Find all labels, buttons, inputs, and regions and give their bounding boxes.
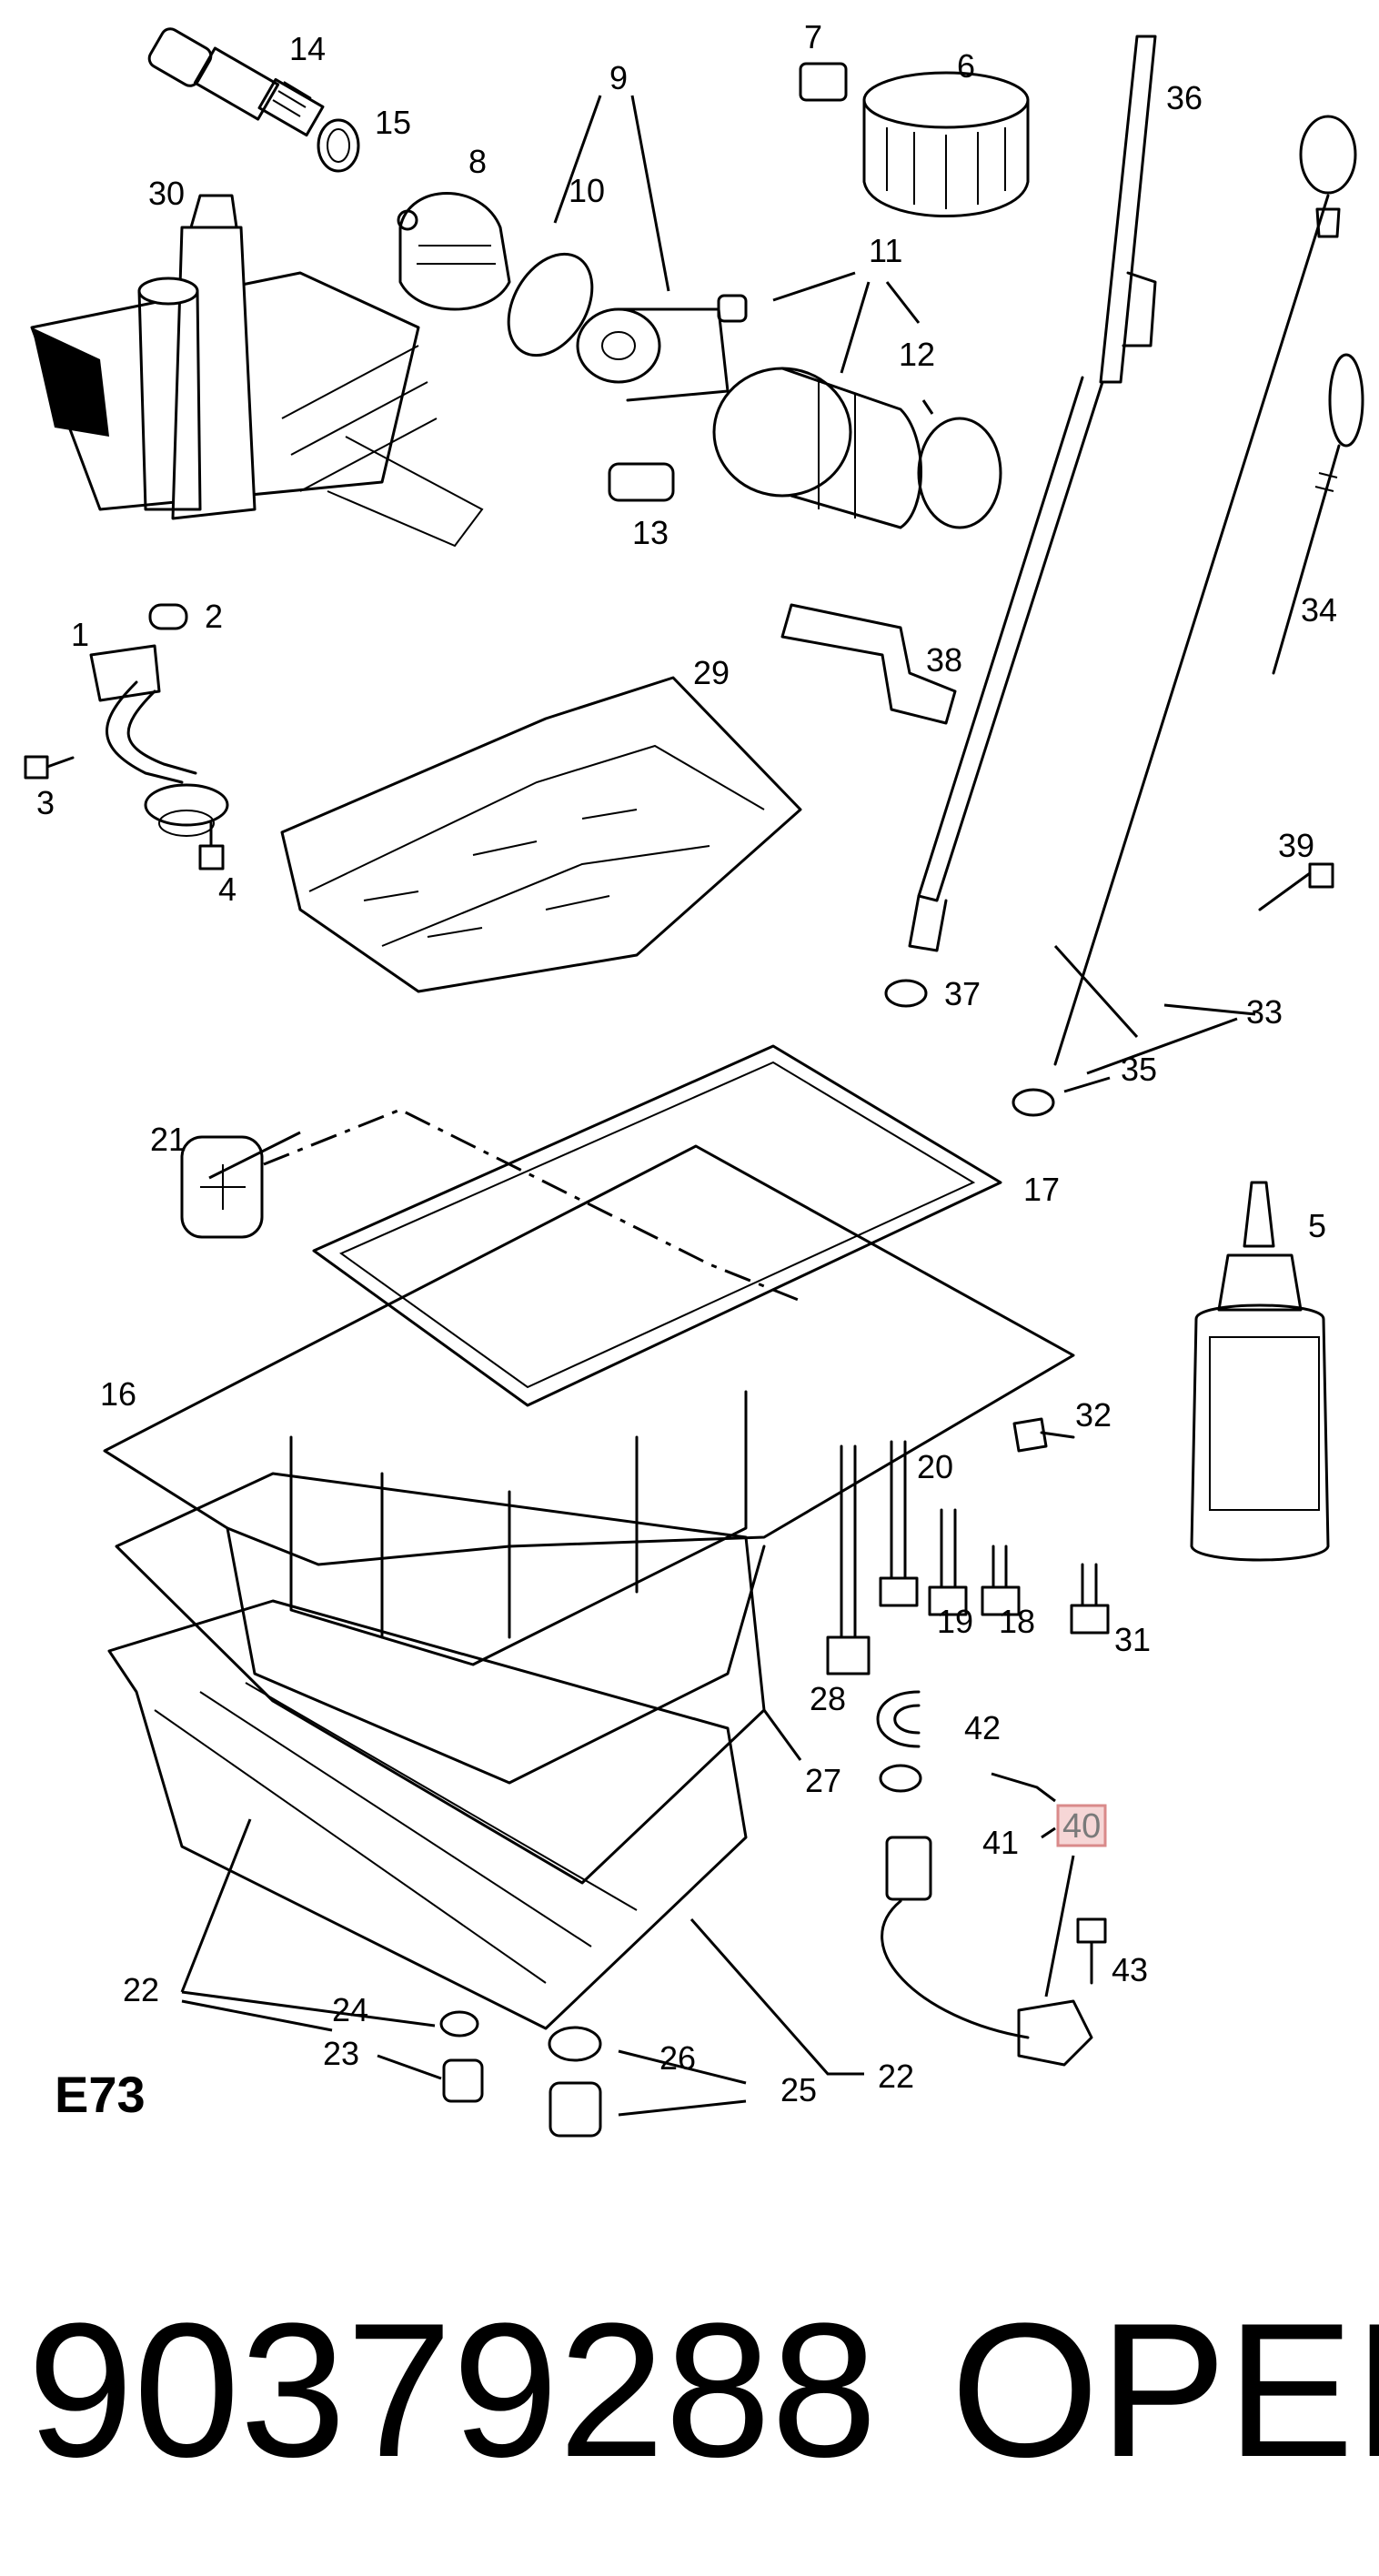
part-30-drawing (30, 194, 484, 548)
callout-2: 2 (205, 598, 223, 635)
callout-28: 28 (810, 1680, 846, 1717)
callout-37: 37 (944, 975, 981, 1012)
part-26-drawing (548, 2026, 602, 2062)
callout-42: 42 (964, 1709, 1001, 1746)
part-34-drawing (1272, 353, 1364, 675)
callout-1: 1 (71, 616, 89, 653)
callout-36: 36 (1166, 79, 1203, 116)
part-38-drawing (780, 603, 957, 725)
highlighted-callout[interactable]: 40 (1056, 1804, 1107, 1847)
part-8-drawing (397, 192, 511, 311)
part-36-drawing (908, 35, 1157, 952)
callout-40: 40 (1062, 1807, 1101, 1846)
part-40-drawing (879, 1764, 922, 1793)
brand-name: OPEL (951, 2283, 1379, 2497)
part-41-drawing (881, 1836, 1093, 2067)
callout-27: 27 (805, 1762, 841, 1799)
callout-10: 10 (569, 172, 605, 209)
callout-11: 11 (869, 232, 902, 269)
part-1-drawing (89, 644, 229, 837)
diagram-code: E73 (55, 2066, 146, 2123)
part-27-drawing (115, 1472, 766, 1885)
part-39-drawing (1258, 862, 1334, 911)
part-15-drawing (317, 118, 360, 173)
part-25-drawing (549, 2081, 602, 2138)
part-4-drawing (198, 821, 225, 870)
callout-7: 7 (804, 18, 822, 55)
callout-18: 18 (999, 1603, 1035, 1640)
callout-20: 20 (917, 1448, 953, 1485)
callout-22-left: 22 (123, 1971, 159, 2008)
part-28-drawing (826, 1444, 871, 1675)
part-13-drawing (608, 462, 675, 502)
callout-labels: 1 2 3 4 5 6 7 8 9 10 11 12 13 14 15 16 1… (36, 18, 1337, 2108)
callout-19: 19 (937, 1603, 973, 1640)
part-number: 90379288 (27, 2283, 877, 2497)
callout-29: 29 (693, 654, 730, 691)
callout-17: 17 (1023, 1171, 1060, 1208)
callout-34: 34 (1301, 591, 1337, 629)
part-3-drawing (24, 755, 75, 780)
callout-8: 8 (468, 143, 487, 180)
callout-6: 6 (957, 47, 975, 85)
part-17-drawing (312, 1044, 1002, 1407)
part-29-drawing (280, 676, 802, 993)
callout-41: 41 (982, 1824, 1019, 1861)
part-37-drawing (884, 979, 928, 1008)
part-18-drawing (981, 1545, 1021, 1616)
part-5-drawing (1190, 1181, 1330, 1562)
part-24-drawing (439, 2010, 479, 2038)
part-20-drawing (879, 1440, 919, 1607)
part-2-drawing (148, 603, 188, 630)
part-31-drawing (1070, 1563, 1110, 1635)
part-21-drawing (180, 1135, 264, 1239)
callout-26: 26 (659, 2039, 696, 2077)
callout-15: 15 (375, 104, 411, 141)
callout-43: 43 (1112, 1951, 1148, 1988)
callout-24: 24 (332, 1991, 368, 2028)
callout-35: 35 (1121, 1051, 1157, 1088)
part-43-drawing (1076, 1917, 1107, 1985)
part-19-drawing (928, 1508, 968, 1616)
part-42-drawing (876, 1690, 921, 1748)
callout-39: 39 (1278, 827, 1314, 864)
callout-21: 21 (150, 1121, 186, 1158)
part-11-drawing (712, 294, 922, 529)
part-23-drawing (442, 2058, 484, 2103)
callout-5: 5 (1308, 1207, 1326, 1244)
part-32-drawing (1012, 1417, 1075, 1453)
highlight-box (1056, 1804, 1107, 1847)
part-10-drawing (507, 252, 594, 357)
callout-14: 14 (289, 30, 326, 67)
callout-16: 16 (100, 1375, 136, 1413)
leader-lines (180, 95, 1256, 2117)
callout-22-right: 22 (878, 2058, 914, 2095)
part-16-drawing (103, 1144, 1075, 1785)
part-6-drawing (862, 71, 1030, 217)
callout-33: 33 (1246, 993, 1283, 1031)
callout-32: 32 (1075, 1396, 1112, 1434)
callout-13: 13 (632, 514, 669, 551)
part-22-drawing (107, 1599, 748, 2030)
part-7-drawing (799, 62, 848, 102)
dash-leader-21 (263, 1108, 801, 1303)
part-12-drawing (917, 417, 1002, 529)
callout-3: 3 (36, 784, 55, 821)
part-9-drawing (576, 307, 730, 402)
callout-30: 30 (148, 175, 185, 212)
callout-9: 9 (609, 59, 628, 96)
callout-23: 23 (323, 2035, 359, 2072)
part-14-drawing (147, 27, 325, 137)
callout-12: 12 (899, 336, 935, 373)
callout-31: 31 (1114, 1621, 1151, 1658)
callout-25: 25 (780, 2071, 817, 2108)
part-33-drawing (1053, 115, 1357, 1066)
part-35-drawing (1012, 1088, 1055, 1117)
callout-4: 4 (218, 870, 237, 908)
callout-38: 38 (926, 641, 962, 679)
